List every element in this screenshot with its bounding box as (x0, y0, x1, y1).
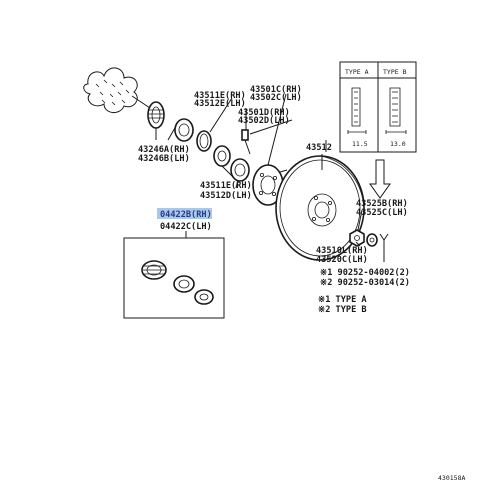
label-43520c-lh[interactable]: 43520C(LH) (316, 255, 368, 265)
label-43502c-lh[interactable]: 43502C(LH) (250, 93, 302, 103)
label-43511e-rh-2[interactable]: 43511E(RH) (200, 181, 252, 191)
lock-nut-part[interactable] (349, 229, 365, 247)
oil-seal-part[interactable] (213, 145, 231, 167)
label-90252-04002[interactable]: ※1 90252-04002(2) (320, 268, 410, 278)
label-43246b-lh[interactable]: 43246B(LH) (138, 154, 190, 164)
legend-note-type-b: ※2 TYPE B (318, 305, 367, 315)
kit-bearing-part[interactable] (173, 275, 195, 293)
kit-grease-cap-part[interactable] (141, 260, 167, 280)
bearing-kit-box (123, 231, 225, 319)
label-43246a-rh[interactable]: 43246A(RH) (138, 145, 190, 155)
type-detail-box (339, 61, 417, 153)
type-b-dimension: 13.0 (390, 140, 406, 148)
label-43512d-lh[interactable]: 43512D(LH) (200, 191, 252, 201)
legend-note-type-a: ※1 TYPE A (318, 295, 367, 305)
label-43512[interactable]: 43512 (306, 143, 332, 153)
type-a-dimension: 11.5 (352, 140, 368, 148)
label-43511e-rh[interactable]: 43511E(RH) (194, 91, 246, 101)
leader-lines (155, 93, 385, 262)
disc-rotor-part[interactable] (275, 155, 365, 261)
diagram-code: 430158A (438, 474, 465, 482)
grease-cap-part[interactable] (147, 101, 165, 129)
label-43501d-rh[interactable]: 43501D(RH) (238, 108, 290, 118)
hub-bolt-part[interactable] (241, 129, 251, 155)
label-43502d-lh[interactable]: 43502D(LH) (238, 116, 290, 126)
type-b-header: TYPE B (383, 68, 407, 76)
down-arrow-icon (369, 159, 391, 199)
highlight-box (157, 208, 212, 219)
label-43501c-rh[interactable]: 43501C(RH) (250, 85, 302, 95)
nut-lock-cap-part[interactable] (366, 233, 378, 247)
label-43510l-rh[interactable]: 43510L(RH) (316, 246, 368, 256)
kit-seal-part[interactable] (194, 289, 214, 305)
snap-ring-part[interactable] (196, 130, 212, 152)
label-04422c-lh[interactable]: 04422C(LH) (160, 222, 212, 232)
outer-bearing-part[interactable] (174, 118, 194, 142)
label-43525c-lh[interactable]: 43525C(LH) (356, 208, 408, 218)
grease-cloud-icon (83, 67, 151, 113)
label-43512e-lh[interactable]: 43512E(LH) (194, 99, 246, 109)
label-90252-03014[interactable]: ※2 90252-03014(2) (320, 278, 410, 288)
cotter-pin-part[interactable] (379, 233, 389, 256)
type-a-header: TYPE A (345, 68, 369, 76)
label-43525b-rh[interactable]: 43525B(RH) (356, 199, 408, 209)
inner-bearing-part[interactable] (230, 158, 250, 182)
label-04422b-rh[interactable]: 04422B(RH) (160, 210, 212, 220)
